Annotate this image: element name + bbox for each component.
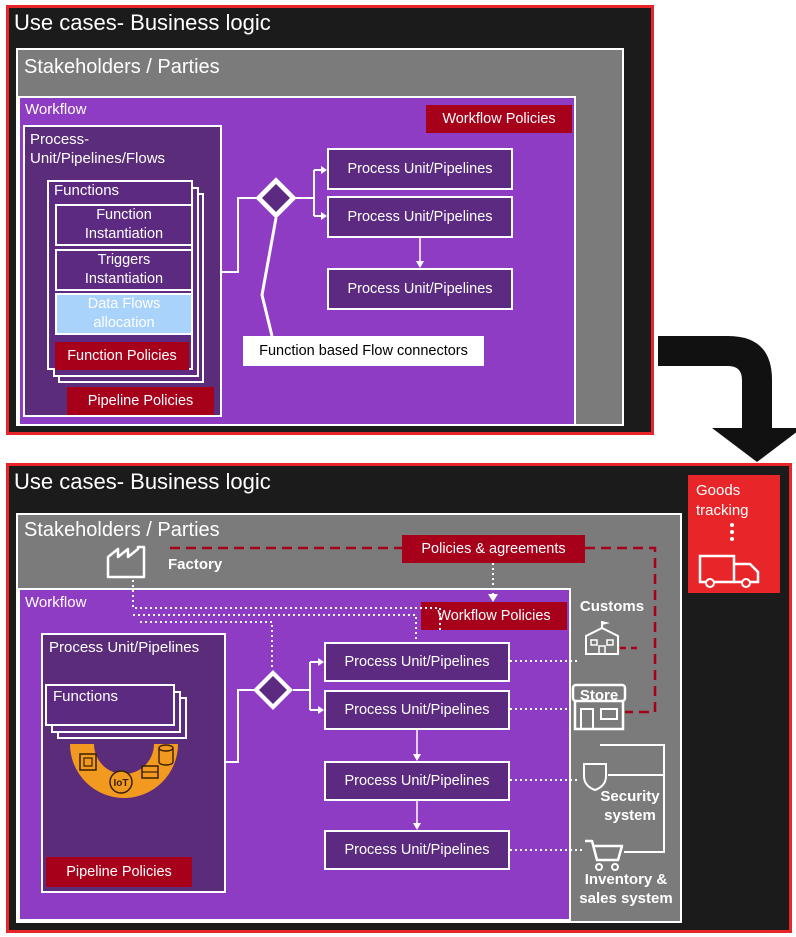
top-process-unit-1: Process Unit/Pipelines	[327, 148, 513, 190]
top-data-flows-allocation: Data Flows allocation	[55, 293, 193, 335]
bottom-title: Use cases- Business logic	[14, 469, 271, 494]
goods-tracking-label: Goods tracking	[696, 482, 749, 519]
iot-icon	[109, 770, 133, 794]
bottom-process-unit-label: Process Unit/Pipelines	[49, 639, 200, 656]
truck-icon	[698, 523, 760, 588]
top-function-policies: Function Policies	[55, 342, 189, 370]
top-functions-label: Functions	[54, 182, 120, 199]
bottom-functions-label: Functions	[53, 688, 119, 705]
shopping-cart-icon	[585, 839, 624, 871]
bottom-functions-card	[45, 684, 175, 726]
customs-label: Customs	[579, 598, 645, 615]
factory-label: Factory	[168, 556, 223, 573]
top-process-unit-2: Process Unit/Pipelines	[327, 196, 513, 238]
factory-icon	[106, 545, 146, 579]
top-function-instantiation: Function Instantiation	[55, 204, 193, 246]
policies-agreements: Policies & agreements	[402, 535, 585, 563]
top-connector-label: Function based Flow connectors	[243, 336, 484, 366]
top-workflow-policies: Workflow Policies	[426, 105, 572, 133]
chip-icon	[79, 753, 97, 771]
customs-building-icon	[585, 621, 619, 655]
bottom-process-unit-panel	[41, 633, 226, 893]
bottom-process-unit-2: Process Unit/Pipelines	[324, 690, 510, 730]
store-label: Store	[579, 687, 619, 704]
bottom-process-unit-4: Process Unit/Pipelines	[324, 830, 510, 870]
top-process-unit-3: Process Unit/Pipelines	[327, 268, 513, 310]
bottom-workflow-label: Workflow	[25, 594, 87, 611]
bottom-stakeholders-label: Stakeholders / Parties	[24, 519, 220, 541]
top-title: Use cases- Business logic	[14, 10, 271, 35]
bottom-process-unit-3: Process Unit/Pipelines	[324, 761, 510, 801]
iot-label: IoT	[114, 778, 129, 789]
bottom-process-unit-1: Process Unit/Pipelines	[324, 642, 510, 682]
bottom-pipeline-policies: Pipeline Policies	[46, 857, 192, 887]
top-triggers-instantiation: Triggers Instantiation	[55, 249, 193, 291]
inventory-sales-label: Inventory & sales system	[579, 871, 673, 907]
top-workflow-label: Workflow	[25, 101, 87, 118]
bottom-workflow-policies: Workflow Policies	[421, 602, 567, 630]
top-stakeholders-label: Stakeholders / Parties	[24, 56, 220, 78]
security-system-label: Security system	[600, 788, 660, 824]
orange-device-arc: IoT	[70, 744, 178, 798]
top-pipeline-policies: Pipeline Policies	[67, 387, 214, 415]
top-process-unit-label: Process- Unit/Pipelines/Flows	[30, 131, 166, 167]
